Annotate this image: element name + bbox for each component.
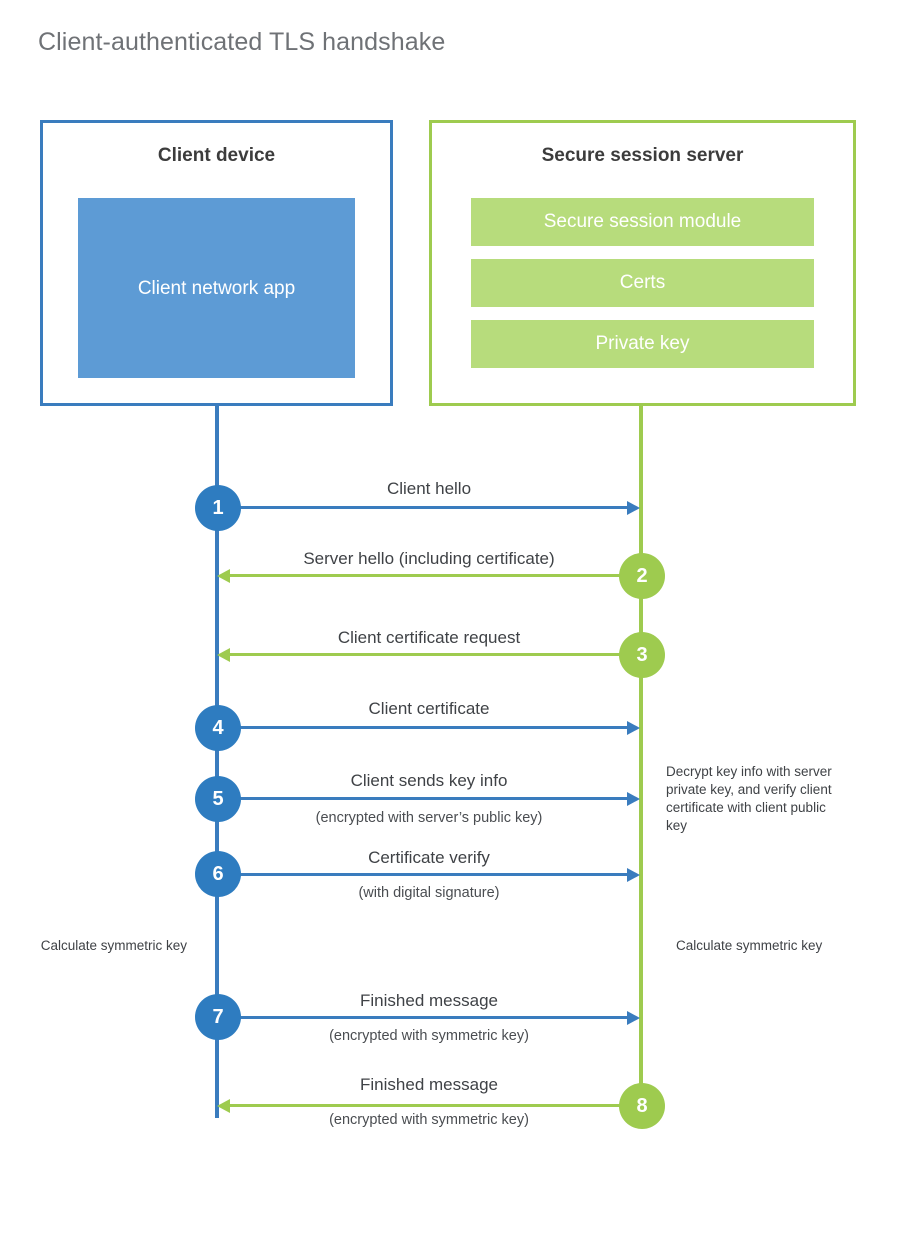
message-arrow-line-4 xyxy=(217,726,627,729)
server-module-private-key: Private key xyxy=(471,320,814,368)
client-network-app-block: Client network app xyxy=(78,198,355,378)
secure-session-server-title: Secure session server xyxy=(541,145,744,166)
server-lifeline xyxy=(639,406,643,1106)
message-arrow-head-8 xyxy=(217,1099,230,1113)
step-circle-8[interactable]: 8 xyxy=(619,1083,665,1129)
message-arrow-head-2 xyxy=(217,569,230,583)
message-arrow-line-5 xyxy=(217,797,627,800)
message-arrow-line-1 xyxy=(217,506,627,509)
step-circle-4[interactable]: 4 xyxy=(195,705,241,751)
step-circle-6[interactable]: 6 xyxy=(195,851,241,897)
client-lifeline xyxy=(215,406,219,1118)
message-label-2: Server hello (including certificate) xyxy=(303,549,555,568)
message-label-3: Client certificate request xyxy=(337,628,521,647)
message-label-1: Client hello xyxy=(386,479,472,498)
step-circle-3[interactable]: 3 xyxy=(619,632,665,678)
message-arrow-head-3 xyxy=(217,648,230,662)
secure-session-server-box: Secure session server Secure session mod… xyxy=(429,120,856,406)
step-circle-2[interactable]: 2 xyxy=(619,553,665,599)
message-sublabel-8: (encrypted with symmetric key) xyxy=(329,1112,529,1128)
step-circle-1[interactable]: 1 xyxy=(195,485,241,531)
note-client-calculate-symmetric-key: Calculate symmetric key xyxy=(40,938,187,953)
message-label-4: Client certificate xyxy=(368,699,490,718)
message-arrow-line-2 xyxy=(230,574,641,577)
page-title: Client-authenticated TLS handshake xyxy=(38,28,446,56)
message-sublabel-5: (encrypted with server’s public key) xyxy=(315,810,543,826)
message-arrow-line-7 xyxy=(217,1016,627,1019)
message-arrow-head-6 xyxy=(627,868,640,882)
message-arrow-line-8 xyxy=(230,1104,641,1107)
message-arrow-head-1 xyxy=(627,501,640,515)
message-arrow-line-3 xyxy=(230,653,641,656)
server-module-secure-session-module: Secure session module xyxy=(471,198,814,246)
message-sublabel-7: (encrypted with symmetric key) xyxy=(329,1028,529,1044)
message-label-5: Client sends key info xyxy=(350,771,508,790)
note-server-calculate-symmetric-key: Calculate symmetric key xyxy=(676,938,823,953)
message-sublabel-6: (with digital signature) xyxy=(358,885,500,901)
message-arrow-head-7 xyxy=(627,1011,640,1025)
client-device-box: Client device Client network app xyxy=(40,120,393,406)
step-circle-5[interactable]: 5 xyxy=(195,776,241,822)
message-label-8: Finished message xyxy=(360,1075,498,1094)
step-circle-7[interactable]: 7 xyxy=(195,994,241,1040)
server-module-list: Secure session module Certs Private key xyxy=(471,198,814,381)
message-label-7: Finished message xyxy=(360,991,498,1010)
message-arrow-head-5 xyxy=(627,792,640,806)
client-device-title: Client device xyxy=(157,145,276,166)
server-module-certs: Certs xyxy=(471,259,814,307)
message-label-6: Certificate verify xyxy=(368,848,490,867)
message-arrow-head-4 xyxy=(627,721,640,735)
note-server-decrypt: Decrypt key info with server private key… xyxy=(666,764,832,833)
message-arrow-line-6 xyxy=(217,873,627,876)
